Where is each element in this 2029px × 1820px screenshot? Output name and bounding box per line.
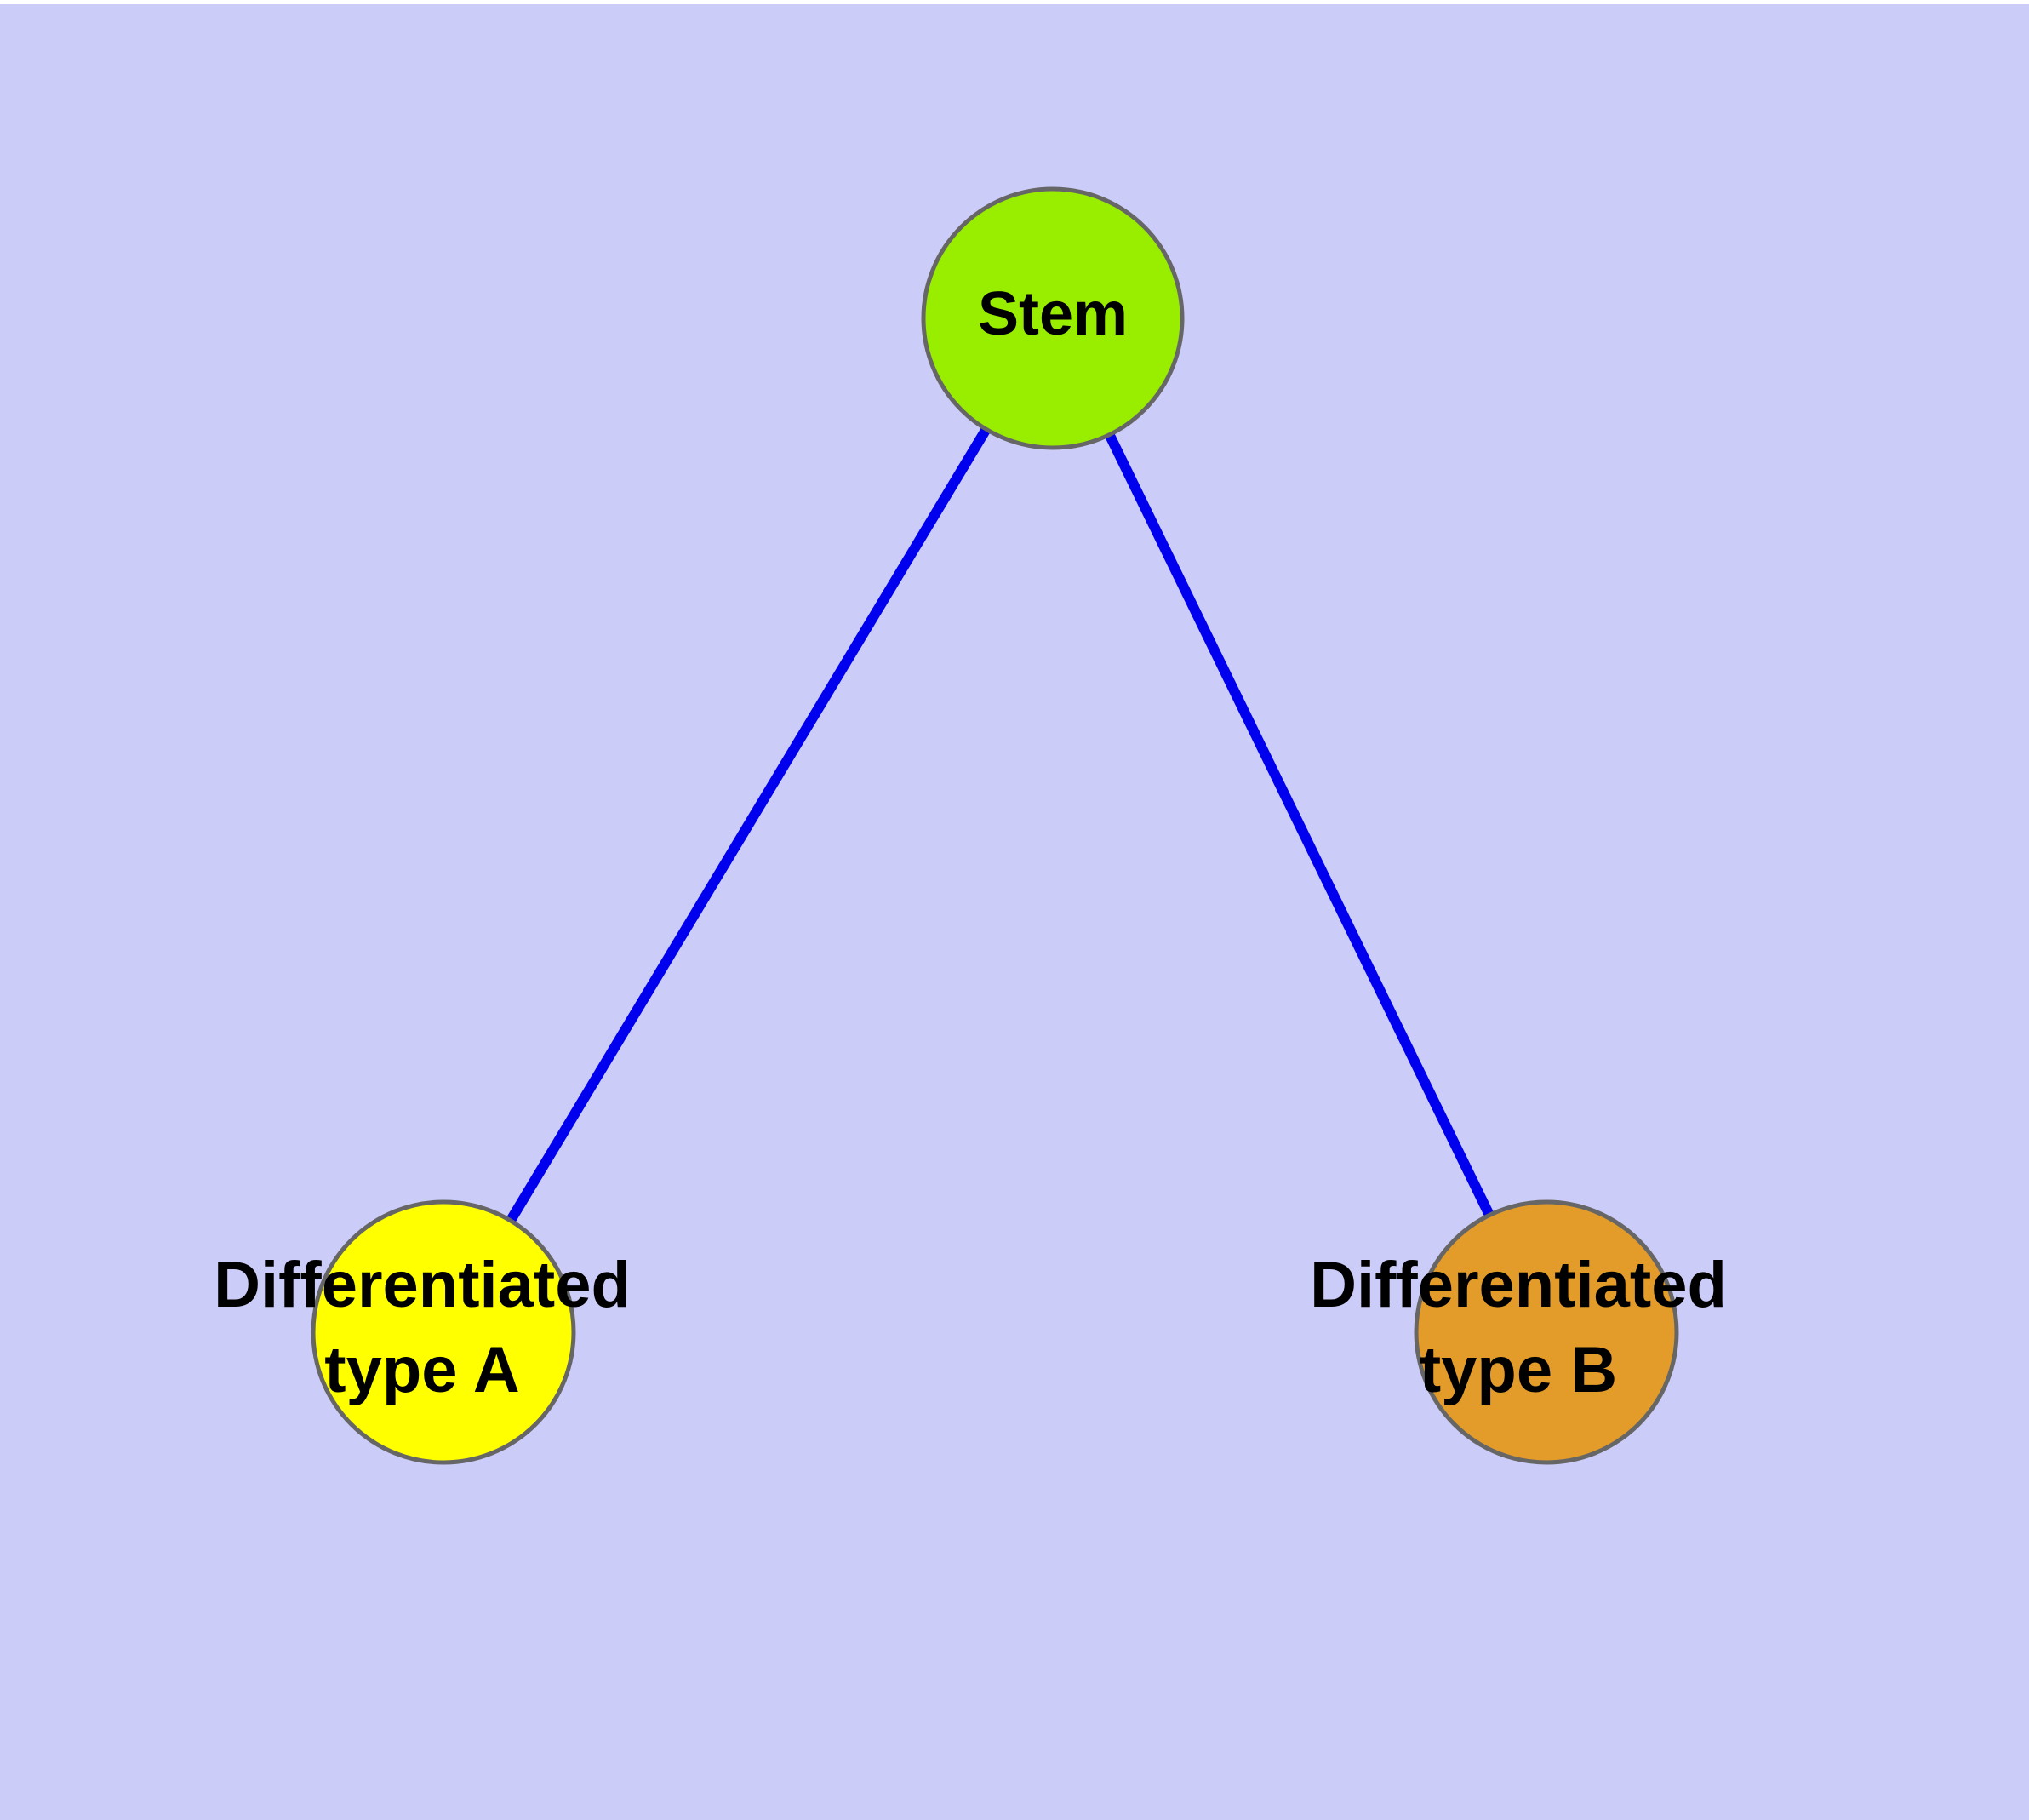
edges-layer xyxy=(438,315,1552,1336)
node-label-stem: Stem xyxy=(978,280,1128,348)
node-label-line: Stem xyxy=(978,280,1128,348)
node-label-diff_b: Differentiated type B xyxy=(1310,1249,1727,1406)
edge-stem-to-diff_a xyxy=(438,315,1058,1336)
node-diff_a[interactable] xyxy=(311,1199,576,1465)
node-label-line: type B xyxy=(1420,1334,1617,1406)
node-label-line: Differentiated xyxy=(214,1249,631,1321)
node-label-diff_a: Differentiated type A xyxy=(214,1249,631,1406)
nodes-layer xyxy=(311,186,1679,1465)
node-label-line: Differentiated xyxy=(1310,1249,1727,1321)
node-stem[interactable] xyxy=(921,186,1185,450)
node-label-line: type A xyxy=(324,1334,519,1406)
edge-stem-to-diff_b xyxy=(1048,316,1552,1335)
node-diff_b[interactable] xyxy=(1414,1199,1679,1465)
